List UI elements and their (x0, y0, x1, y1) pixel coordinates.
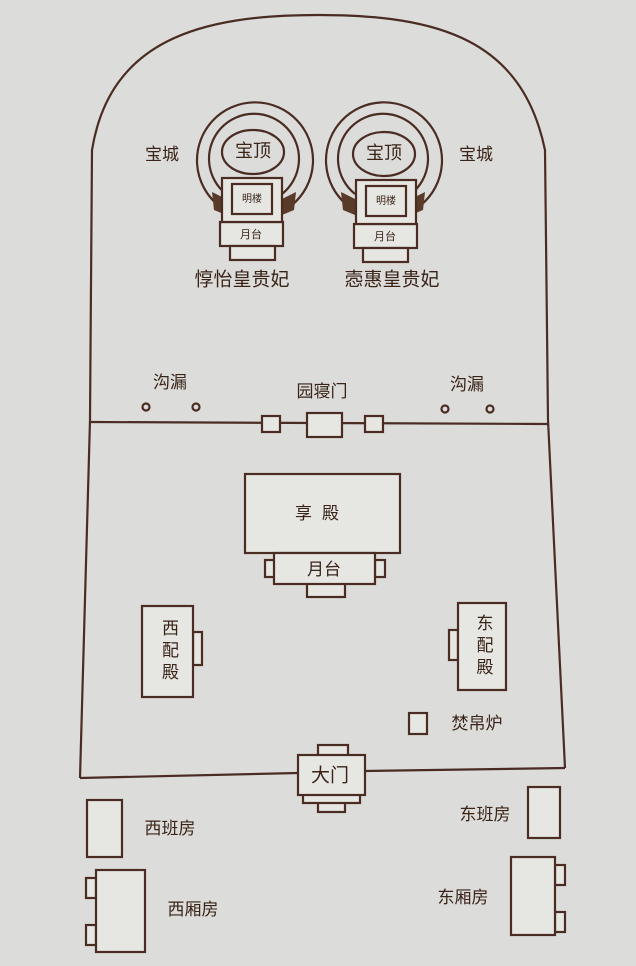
baoding-left: 宝顶 (235, 141, 271, 162)
front-wall-east (364, 766, 566, 773)
drain-hole (440, 404, 450, 414)
baoding-right: 宝顶 (366, 143, 402, 164)
west-wing-house (94, 868, 147, 954)
east-hall-label: 东配殿 (472, 613, 493, 680)
east-guard-label: 东班房 (460, 805, 511, 825)
west-wing-tab (84, 876, 98, 900)
drain-hole (141, 402, 151, 412)
main-hall-platform (272, 551, 377, 586)
east-guard-house (526, 785, 562, 840)
enclosure-wall (78, 13, 567, 779)
inner-gate-side-west (260, 414, 282, 434)
inner-gate-side-east (363, 414, 385, 434)
main-hall-label: 享殿 (295, 504, 349, 524)
burner-label: 焚帛炉 (452, 714, 503, 734)
west-guard-house (85, 798, 124, 859)
east-hall-tab (447, 628, 460, 662)
drain-hole (191, 402, 201, 412)
east-wing-tab (553, 910, 567, 934)
front-wall-west (79, 771, 299, 780)
tomb-name-right: 悫惠皇贵妃 (344, 269, 439, 291)
tomb-right (324, 101, 444, 264)
west-hall-label: 西配殿 (158, 618, 178, 685)
drain-label-east: 沟漏 (450, 375, 484, 395)
platform-tab (373, 558, 387, 579)
drain-hole (485, 404, 495, 414)
burner (407, 711, 429, 736)
main-gate (296, 753, 367, 797)
east-wing-house (509, 855, 557, 937)
yuetai-right: 月台 (374, 229, 396, 243)
west-guard-label: 西班房 (145, 819, 196, 839)
inner-gate-label: 园寝门 (297, 381, 348, 402)
west-wing-label: 西厢房 (168, 900, 219, 920)
tomb-left (195, 101, 315, 262)
baocheng-left: 宝城 (145, 145, 179, 165)
minglou-right: 明楼 (376, 194, 396, 207)
west-hall (140, 604, 195, 699)
east-wing-tab (553, 863, 567, 887)
main-hall-platform-label: 月台 (307, 560, 341, 580)
baocheng-right: 宝城 (459, 145, 493, 165)
drain-label-west: 沟漏 (153, 373, 187, 393)
west-hall-tab (191, 630, 204, 667)
east-hall (456, 601, 508, 692)
minglou-left: 明楼 (242, 192, 262, 205)
yuetai-left: 月台 (240, 227, 262, 241)
west-wing-tab (84, 923, 98, 947)
east-wing-label: 东厢房 (438, 888, 489, 908)
inner-gate-center (305, 411, 344, 439)
main-gate-label: 大门 (311, 765, 349, 787)
tomb-name-left: 惇怡皇贵妃 (194, 269, 289, 291)
